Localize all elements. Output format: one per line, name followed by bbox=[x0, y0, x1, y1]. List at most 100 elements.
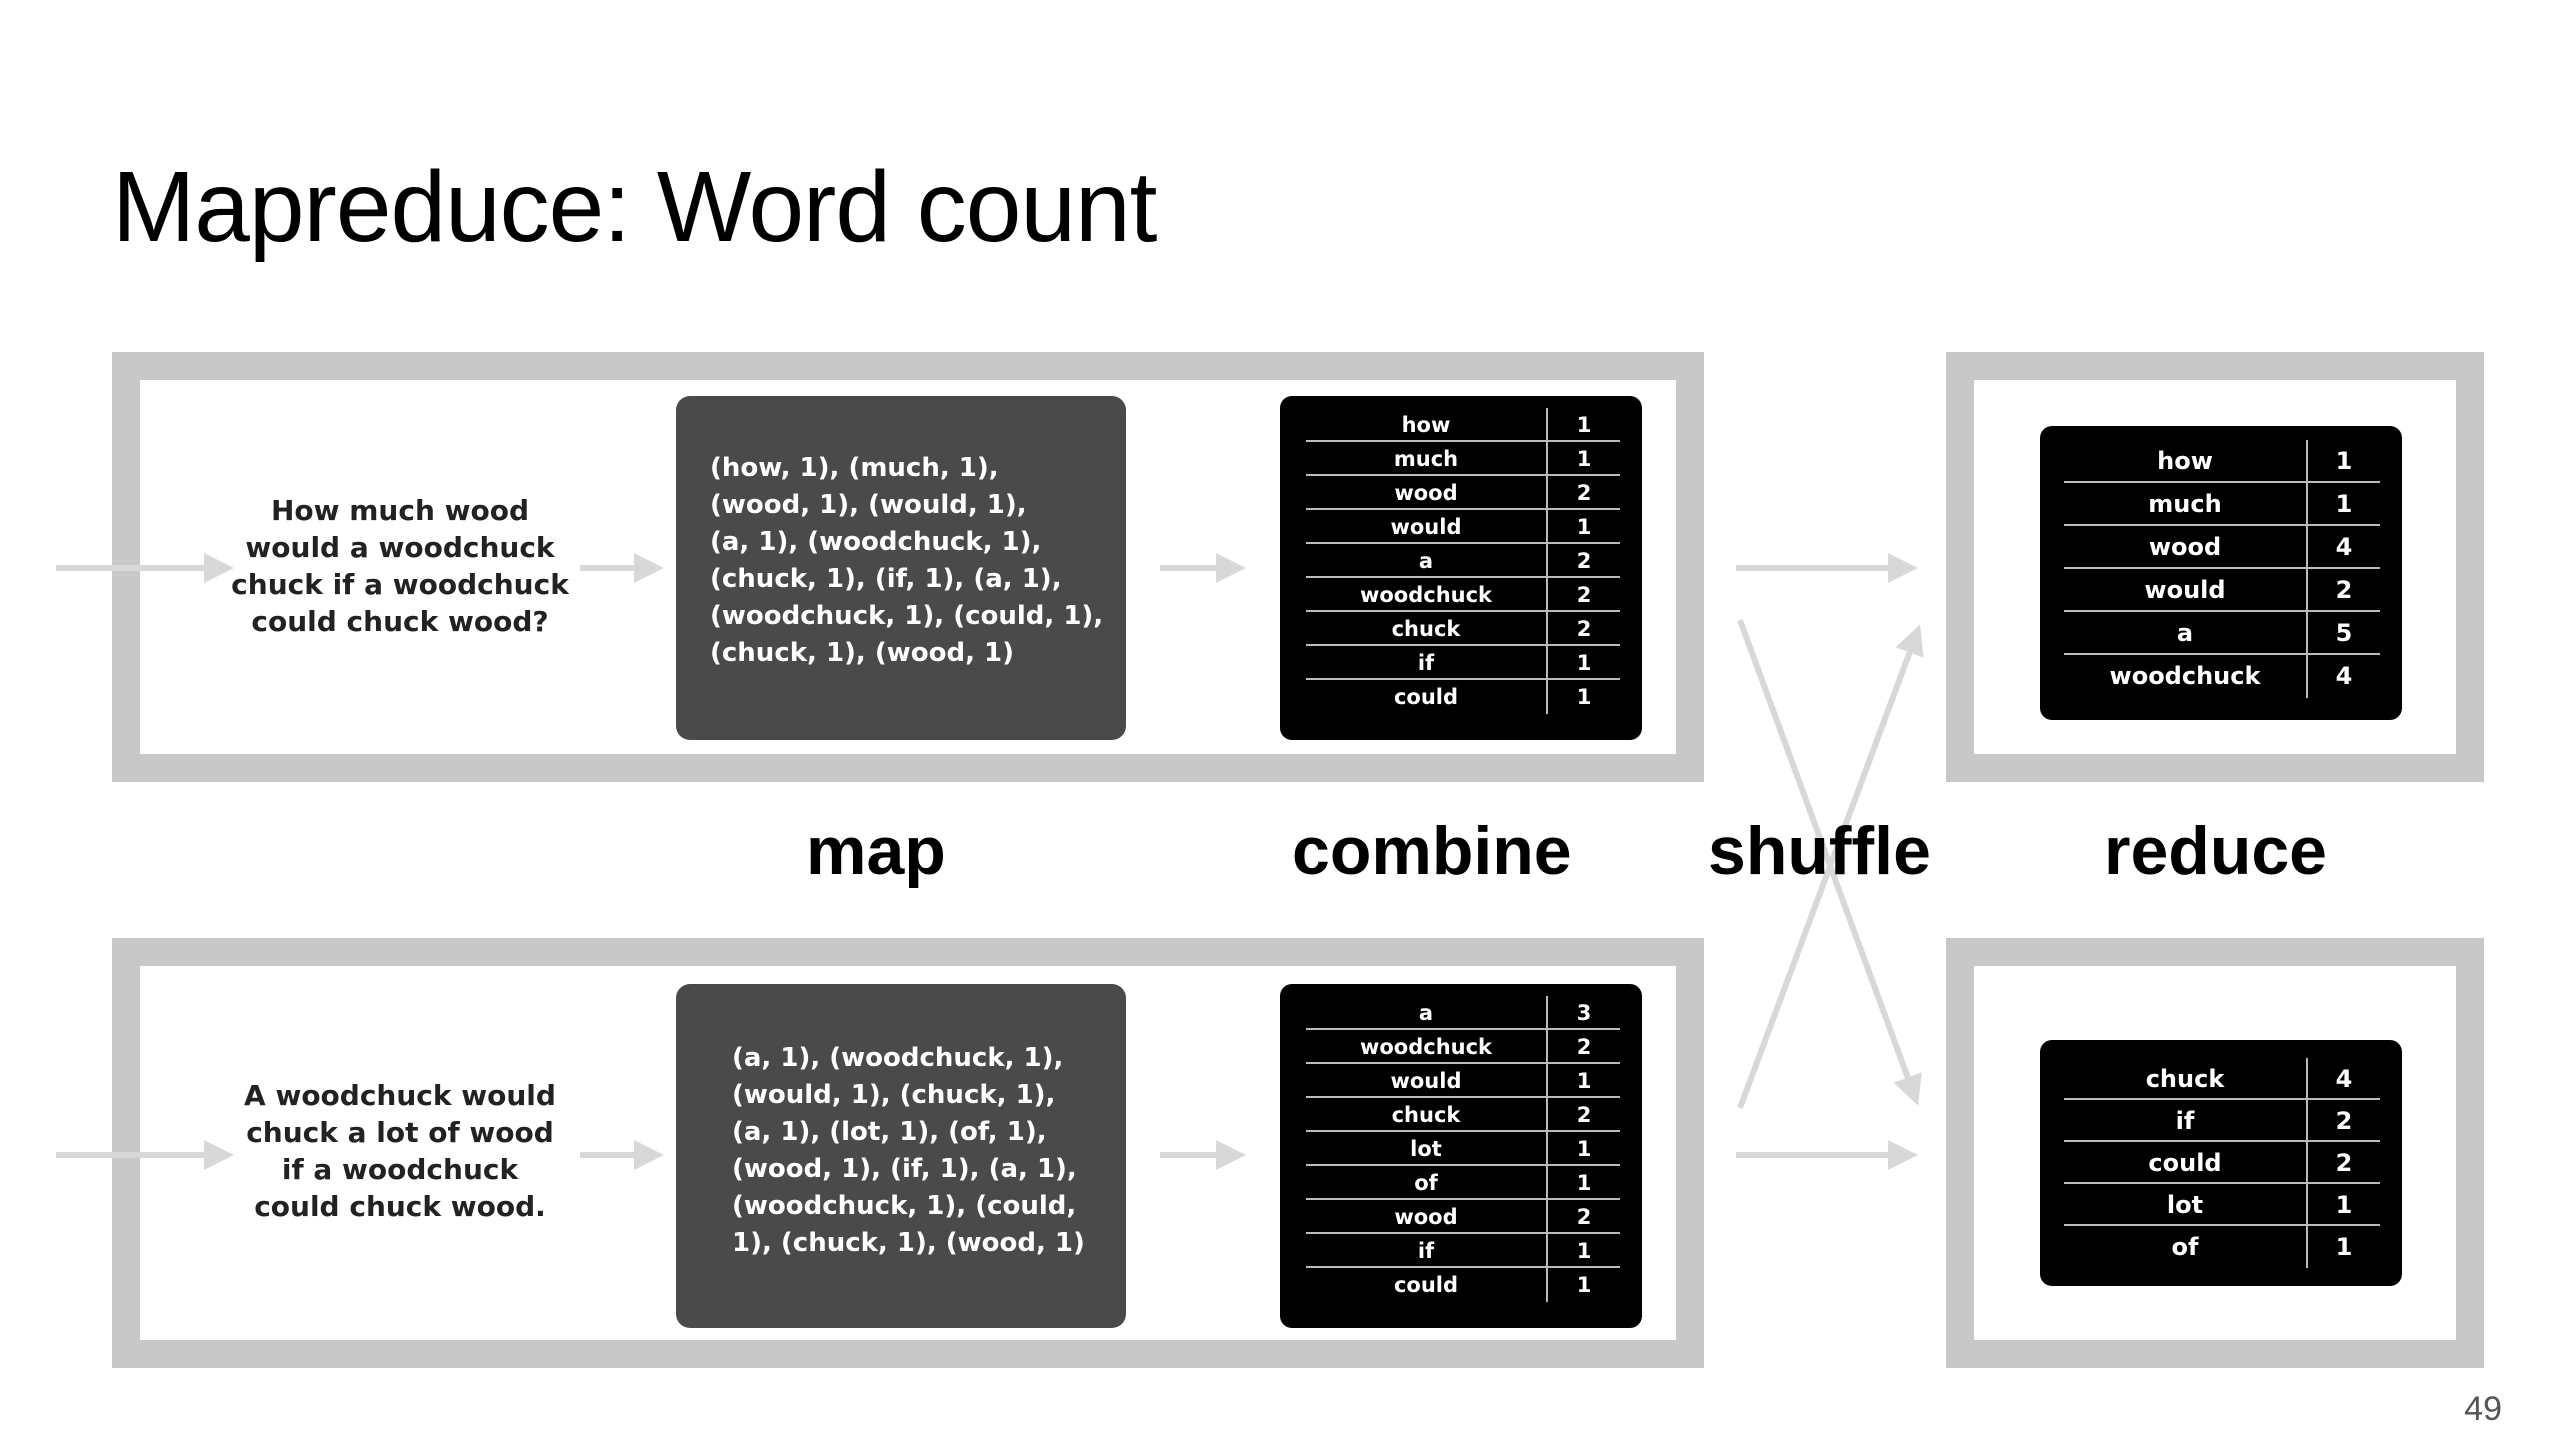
table-row: could 2 bbox=[2064, 1142, 2380, 1184]
word-cell: chuck bbox=[1306, 1098, 1548, 1130]
table-row: could 1 bbox=[1306, 680, 1620, 714]
map-output-2: (a, 1), (woodchuck, 1), (would, 1), (chu… bbox=[676, 984, 1126, 1328]
input-line: A woodchuck would bbox=[244, 1079, 556, 1112]
input-text-2: A woodchuck would chuck a lot of wood if… bbox=[210, 1077, 590, 1225]
count-cell: 1 bbox=[1576, 1171, 1592, 1195]
table-row: lot 1 bbox=[2064, 1184, 2380, 1226]
table-row: how 1 bbox=[1306, 408, 1620, 442]
table-row: if 1 bbox=[1306, 1234, 1620, 1268]
slide-title: Mapreduce: Word count bbox=[112, 151, 1157, 263]
word-cell: a bbox=[2064, 612, 2308, 653]
word-cell: a bbox=[1306, 996, 1548, 1028]
map-line: (chuck, 1), (if, 1), (a, 1), bbox=[710, 564, 1062, 594]
table-row: of 1 bbox=[2064, 1226, 2380, 1268]
word-cell: woodchuck bbox=[1306, 1030, 1548, 1062]
stage-label-map: map bbox=[806, 813, 946, 889]
input-line: chuck if a woodchuck bbox=[231, 568, 569, 601]
count-cell: 2 bbox=[2335, 1107, 2353, 1135]
map-line: (how, 1), (much, 1), bbox=[710, 453, 999, 483]
count-cell: 1 bbox=[1576, 1239, 1592, 1263]
count-cell: 1 bbox=[1576, 1137, 1592, 1161]
word-cell: could bbox=[1306, 680, 1548, 714]
word-cell: of bbox=[2064, 1226, 2308, 1268]
table-row: would 1 bbox=[1306, 1064, 1620, 1098]
count-cell: 1 bbox=[1576, 447, 1592, 471]
word-cell: lot bbox=[1306, 1132, 1548, 1164]
word-cell: chuck bbox=[2064, 1058, 2308, 1098]
count-cell: 1 bbox=[1576, 651, 1592, 675]
word-cell: of bbox=[1306, 1166, 1548, 1198]
word-cell: how bbox=[1306, 408, 1548, 440]
word-cell: woodchuck bbox=[2064, 655, 2308, 698]
input-line: if a woodchuck bbox=[281, 1153, 519, 1186]
count-cell: 4 bbox=[2335, 662, 2353, 690]
stage-label-reduce: reduce bbox=[2104, 813, 2327, 889]
arrow-shuffle-down bbox=[1737, 618, 1922, 1106]
word-cell: how bbox=[2064, 440, 2308, 481]
word-cell: wood bbox=[1306, 476, 1548, 508]
input-line: chuck a lot of wood bbox=[246, 1116, 554, 1149]
count-cell: 4 bbox=[2335, 533, 2353, 561]
count-cell: 1 bbox=[1576, 685, 1592, 709]
count-cell: 2 bbox=[1576, 481, 1592, 505]
input-line: would a woodchuck bbox=[245, 531, 555, 564]
count-cell: 1 bbox=[2335, 1191, 2353, 1219]
word-cell: would bbox=[1306, 510, 1548, 542]
table-row: chuck 4 bbox=[2064, 1058, 2380, 1100]
table-row: wood 2 bbox=[1306, 476, 1620, 510]
input-line: could chuck wood. bbox=[254, 1190, 546, 1223]
count-cell: 2 bbox=[1576, 549, 1592, 573]
map-line: (a, 1), (woodchuck, 1), bbox=[710, 527, 1042, 557]
input-line: could chuck wood? bbox=[251, 605, 549, 638]
map-line: (wood, 1), (if, 1), (a, 1), bbox=[732, 1154, 1077, 1184]
count-cell: 2 bbox=[1576, 583, 1592, 607]
map-line: (a, 1), (lot, 1), (of, 1), bbox=[732, 1117, 1047, 1147]
word-cell: a bbox=[1306, 544, 1548, 576]
count-cell: 1 bbox=[1576, 1069, 1592, 1093]
input-text-1: How much wood would a woodchuck chuck if… bbox=[210, 492, 590, 640]
table-row: much 1 bbox=[1306, 442, 1620, 476]
map-line: (woodchuck, 1), (could, bbox=[732, 1191, 1077, 1221]
map-line: (woodchuck, 1), (could, 1), bbox=[710, 601, 1104, 631]
stage-label-combine: combine bbox=[1292, 813, 1572, 889]
word-cell: lot bbox=[2064, 1184, 2308, 1224]
word-cell: could bbox=[2064, 1142, 2308, 1182]
count-cell: 2 bbox=[2335, 1149, 2353, 1177]
count-cell: 1 bbox=[1576, 413, 1592, 437]
count-cell: 4 bbox=[2335, 1065, 2353, 1093]
count-cell: 5 bbox=[2335, 619, 2353, 647]
word-cell: if bbox=[1306, 1234, 1548, 1266]
count-cell: 2 bbox=[1576, 1103, 1592, 1127]
word-cell: if bbox=[1306, 646, 1548, 678]
word-cell: woodchuck bbox=[1306, 578, 1548, 610]
count-cell: 3 bbox=[1576, 1001, 1592, 1025]
map-line: (wood, 1), (would, 1), bbox=[710, 490, 1027, 520]
table-row: woodchuck 4 bbox=[2064, 655, 2380, 698]
count-cell: 2 bbox=[2335, 576, 2353, 604]
table-row: of 1 bbox=[1306, 1166, 1620, 1200]
word-cell: much bbox=[1306, 442, 1548, 474]
word-cell: would bbox=[1306, 1064, 1548, 1096]
word-cell: chuck bbox=[1306, 612, 1548, 644]
page-number: 49 bbox=[2464, 1390, 2502, 1428]
arrow-shuffle-up bbox=[1737, 624, 1924, 1110]
count-cell: 1 bbox=[2335, 1233, 2353, 1261]
map-output-1: (how, 1), (much, 1), (wood, 1), (would, … bbox=[676, 396, 1126, 740]
count-cell: 1 bbox=[1576, 1273, 1592, 1297]
table-row: lot 1 bbox=[1306, 1132, 1620, 1166]
count-cell: 1 bbox=[1576, 515, 1592, 539]
map-line: (a, 1), (woodchuck, 1), bbox=[732, 1043, 1064, 1073]
